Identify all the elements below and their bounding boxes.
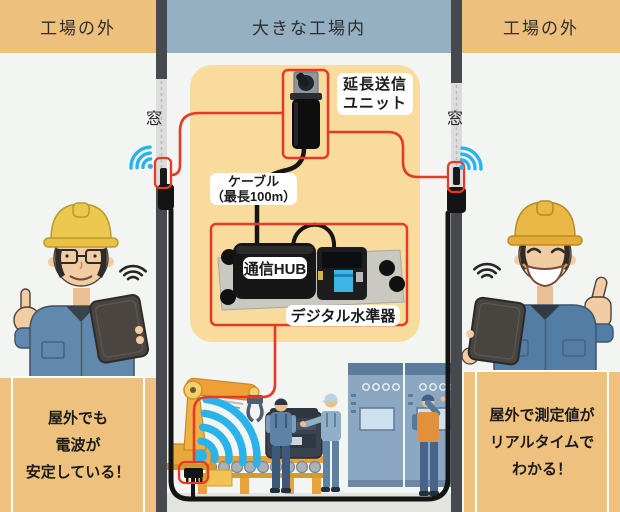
cable-label: ケーブル （最長100m） [210,173,297,205]
callout-right-line2: リアルタイムで [489,433,595,451]
cable-label-line2: （最長100m） [210,189,297,204]
worker-left-wifi-icon [119,264,147,281]
window-to-window-cable [168,207,451,502]
callout-left-line1: 屋外でも [47,409,108,427]
extension-unit-label-line2: ユニット [342,95,407,112]
window-left [156,79,167,186]
window-label-right: 窓 [447,111,464,128]
factory-wifi-icon [194,395,261,468]
wall-pillar-left [156,0,167,512]
factory-scene [166,363,460,496]
factory-worker-2 [300,393,341,492]
right-window-box [446,160,466,194]
hub-label: 通信HUB [243,257,307,279]
window-antenna-right [447,167,466,213]
extension-unit-box [281,68,330,160]
factory-worker-1 [266,398,296,493]
callout-left-line3: 安定している！ [25,463,131,481]
window-wifi-left-icon [129,145,153,170]
factory-floor [167,493,451,512]
callout-left-inner: 屋外でも 電波が 安定している！ [11,376,145,512]
extension-unit-label-line1: 延長送信 [342,76,407,93]
red-highlight-boxes [153,68,466,485]
wall-pillar-right [451,0,462,512]
callout-right: 屋外で測定値が リアルタイムで わかる！ [464,370,620,512]
machine-cabinet-1 [348,363,403,487]
worker-left [13,202,150,379]
worker-right [461,200,614,373]
callout-left: 屋外でも 電波が 安定している！ [0,376,156,512]
red-cables [170,111,449,463]
cable-unit-to-right-window [328,130,449,179]
window-wifi-right-icon [459,146,483,171]
header-outside-left: 工場の外 [0,0,156,53]
cable-level-to-connector [192,325,277,463]
floor-connector-device [184,468,203,482]
extension-unit-label: 延長送信 ユニット [337,73,413,115]
factory-worker-3 [412,394,446,496]
header-inside: 大きな工場内 [167,0,451,53]
left-window-box [153,156,173,190]
header-outside-left-label: 工場の外 [40,19,116,38]
callout-left-line2: 電波が [55,436,101,454]
window-antenna-left [158,168,174,210]
worker-right-wifi-icon [473,262,501,279]
extension-unit-photo [290,71,322,149]
level-label-text: デジタル水準器 [290,308,396,325]
header-outside-right: 工場の外 [462,0,620,53]
cable-label-line1: ケーブル [227,174,280,189]
connector-box [177,460,210,485]
callout-right-line3: わかる！ [511,460,572,478]
callout-right-line1: 屋外で測定値が [489,406,595,424]
window-label-left: 窓 [146,111,163,128]
header-outside-right-label: 工場の外 [503,19,579,38]
hub-label-text: 通信HUB [243,260,307,278]
cable-unit-to-left-window [170,111,283,177]
callout-right-inner: 屋外で測定値が リアルタイムで わかる！ [475,370,609,512]
header-inside-label: 大きな工場内 [252,19,366,38]
level-label: デジタル水準器 [286,305,400,326]
